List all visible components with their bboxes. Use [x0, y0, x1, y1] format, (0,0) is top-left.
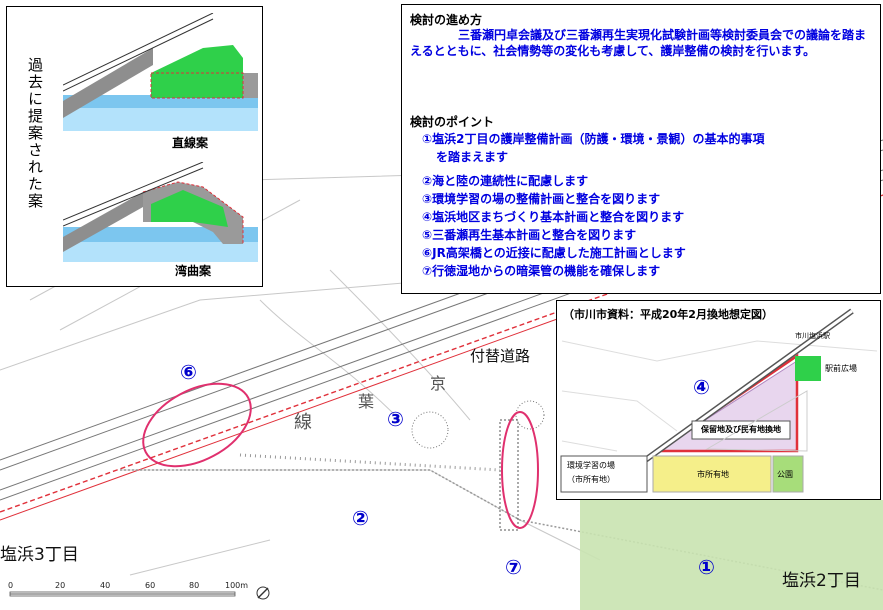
marker-6: ⑥: [180, 360, 197, 384]
point-5: ⑤三番瀬再生基本計画と整合を図ります: [422, 228, 637, 242]
scale-bar: [9, 586, 270, 600]
straight-proposal-caption: 直線案: [172, 136, 209, 150]
scale-tick-80: 80: [189, 581, 200, 590]
ellipse-6: [142, 382, 252, 468]
marker-4: ④: [693, 375, 710, 399]
area-label-shiohama2: 塩浜2丁目: [782, 571, 861, 591]
marker-2: ②: [352, 506, 369, 530]
inset-drawing: [560, 308, 878, 493]
policy-heading-points: 検討のポイント: [410, 115, 495, 129]
proposals-vertical-title: 過去に提案された案: [26, 57, 44, 210]
straight-proposal-drawing: [63, 13, 258, 131]
beach-zone: [580, 500, 883, 610]
point-6: ⑥JR高架橋との近接に配慮した施工計画とします: [422, 246, 686, 260]
point-7: ⑦行徳湿地からの暗渠管の機能を確保します: [422, 264, 661, 278]
inset-city-land-label: 市所有地: [697, 470, 729, 479]
inset-env-label: 環境学習の場: [567, 461, 615, 470]
marker-1: ①: [698, 555, 715, 579]
red-solid-line: [0, 317, 561, 521]
area-label-shiohama3: 塩浜3丁目: [0, 545, 79, 565]
ellipse-7: [501, 411, 539, 529]
curved-proposal-caption: 湾曲案: [175, 264, 212, 278]
scale-tick-60: 60: [145, 581, 156, 590]
marker-7: ⑦: [505, 555, 522, 579]
inset-station-label: 市川塩浜駅: [795, 332, 830, 340]
curved-proposal-drawing: [63, 162, 258, 262]
inset-env-sub-label: （市所有地）: [567, 475, 615, 484]
scale-tick-20: 20: [55, 581, 66, 590]
red-dashed-line: [0, 194, 883, 513]
marker-3: ③: [387, 407, 404, 431]
point-1: ①塩浜2丁目の護岸整備計画（防護・環境・景観）の基本的事項: [422, 132, 765, 146]
inset-reserved-label: 保留地及び民有地換地: [701, 425, 781, 434]
scale-tick-40: 40: [100, 581, 111, 590]
detour-road-label: 付替道路: [470, 347, 531, 365]
inset-title: （市川市資料：平成20年2月換地想定図）: [563, 308, 773, 321]
policy-approach-body: 三番瀬円卓会議及び三番瀬再生実現化試験計画等検討委員会での議論を踏まえるとともに…: [410, 28, 867, 58]
point-1-cont: を踏まえます: [436, 150, 509, 164]
leaf-label: 葉: [358, 392, 375, 411]
culvert-pipe: [499, 419, 519, 531]
inset-land-plan: （市川市資料：平成20年2月換地想定図） 市川塩浜駅 駅前広場 保留地及び民有地…: [556, 300, 881, 500]
policy-heading-approach: 検討の進め方: [410, 13, 483, 27]
spike-marks: [411, 400, 545, 449]
kyo-label: 京: [430, 374, 447, 393]
point-3: ③環境学習の場の整備計画と整合を図ります: [422, 192, 661, 206]
inset-park-label: 公園: [777, 470, 793, 479]
scale-tick-100: 100m: [225, 581, 249, 590]
scale-tick-0: 0: [8, 581, 14, 590]
inset-plaza-label: 駅前広場: [825, 364, 857, 373]
map-road-lines: [0, 174, 611, 576]
point-2: ②海と陸の連続性に配慮します: [422, 174, 589, 188]
proposals-panel: 過去に提案された案 直線案 湾曲案: [6, 6, 263, 287]
policy-panel: 検討の進め方 三番瀬円卓会議及び三番瀬再生実現化試験計画等検討委員会での議論を踏…: [401, 4, 881, 294]
line-label: 線: [294, 412, 312, 433]
point-4: ④塩浜地区まちづくり基本計画と整合を図ります: [422, 210, 685, 224]
